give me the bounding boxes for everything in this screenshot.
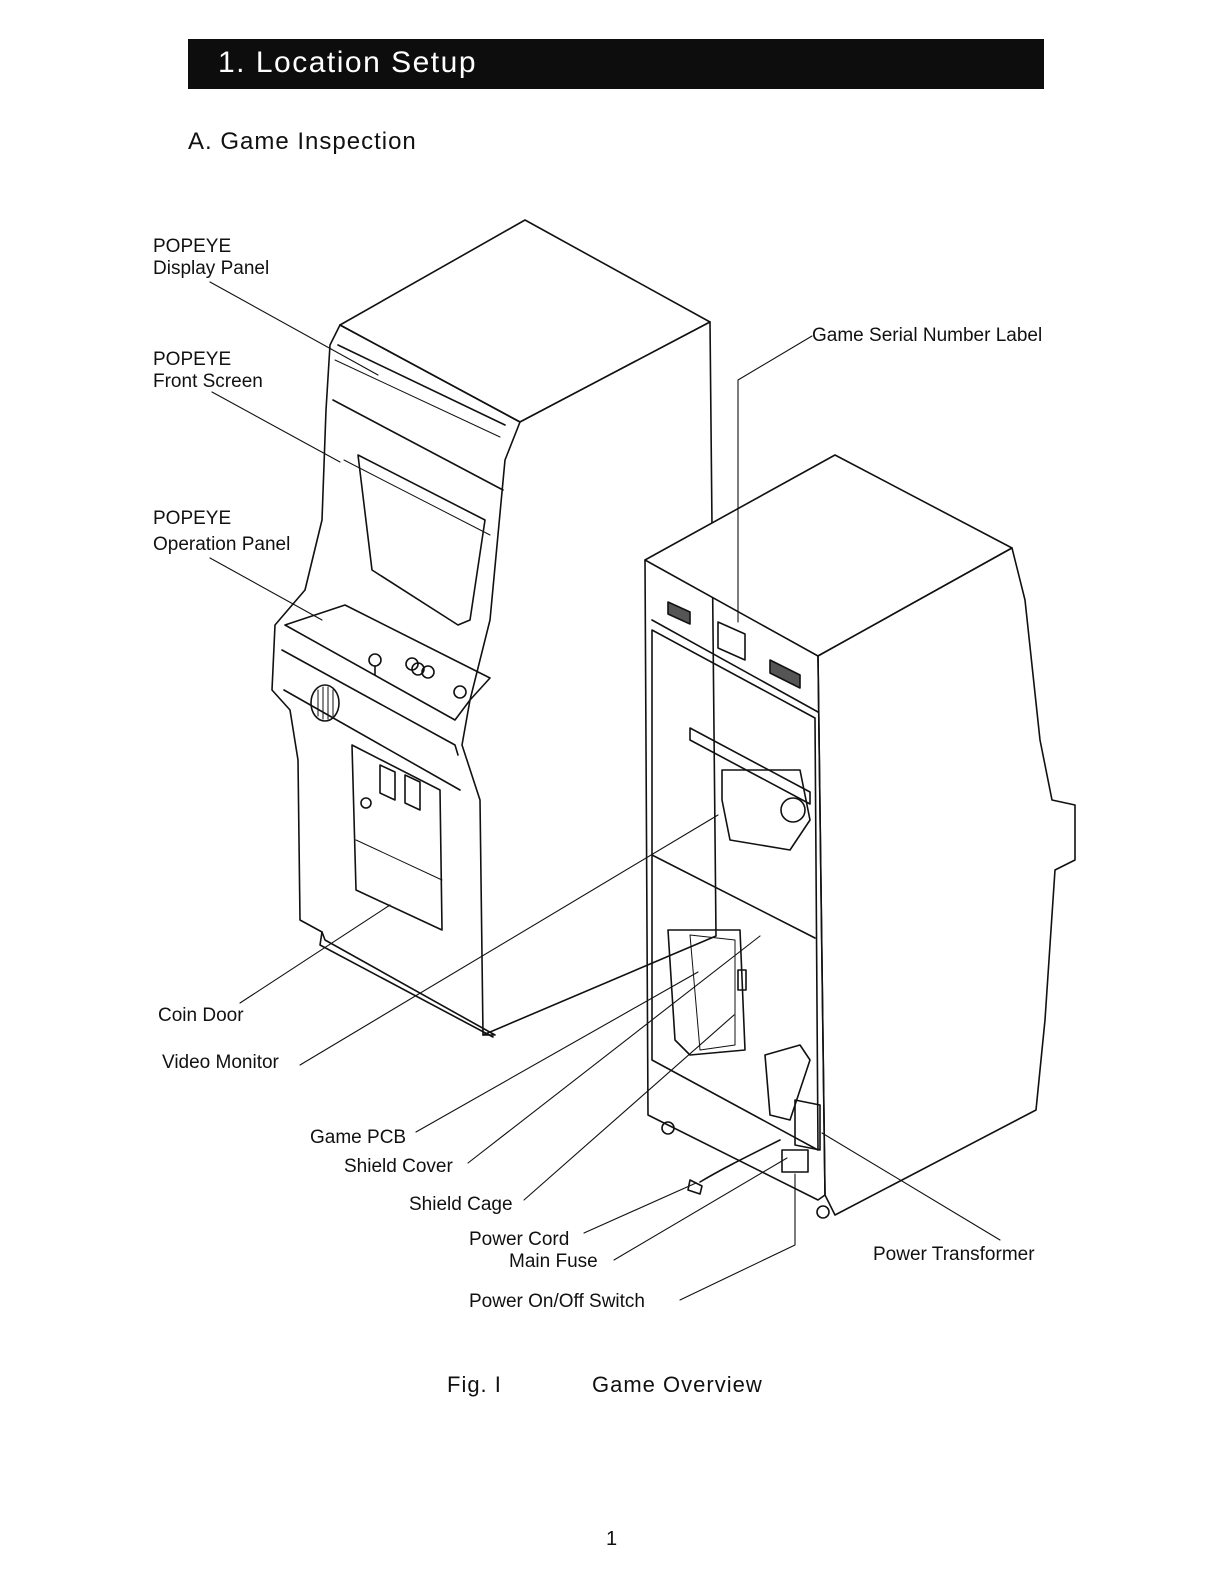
shield-cage-label: Shield Cage [409,1194,513,1215]
front-cabinet-illustration [272,220,716,1037]
main-fuse-label: Main Fuse [509,1251,598,1272]
figure-number: Fig. I [447,1372,502,1398]
operation-panel-label: Operation Panel [153,534,290,555]
operation-panel-brand-label: POPEYE [153,508,231,529]
coin-door-label: Coin Door [158,1005,244,1026]
video-monitor-label: Video Monitor [162,1052,280,1073]
shield-cover-label: Shield Cover [344,1156,453,1177]
front-screen-label: Front Screen [153,371,263,392]
power-transformer-label: Power Transformer [873,1244,1035,1265]
serial-number-label: Game Serial Number Label [812,325,1042,346]
power-switch-label: Power On/Off Switch [469,1291,645,1312]
figure-caption: Game Overview [592,1372,763,1398]
page-number: 1 [606,1528,617,1551]
display-panel-brand-label: POPEYE [153,236,231,257]
game-pcb-label: Game PCB [310,1127,406,1148]
front-screen-brand-label: POPEYE [153,349,231,370]
display-panel-label: Display Panel [153,258,269,279]
power-cord-label: Power Cord [469,1229,569,1250]
